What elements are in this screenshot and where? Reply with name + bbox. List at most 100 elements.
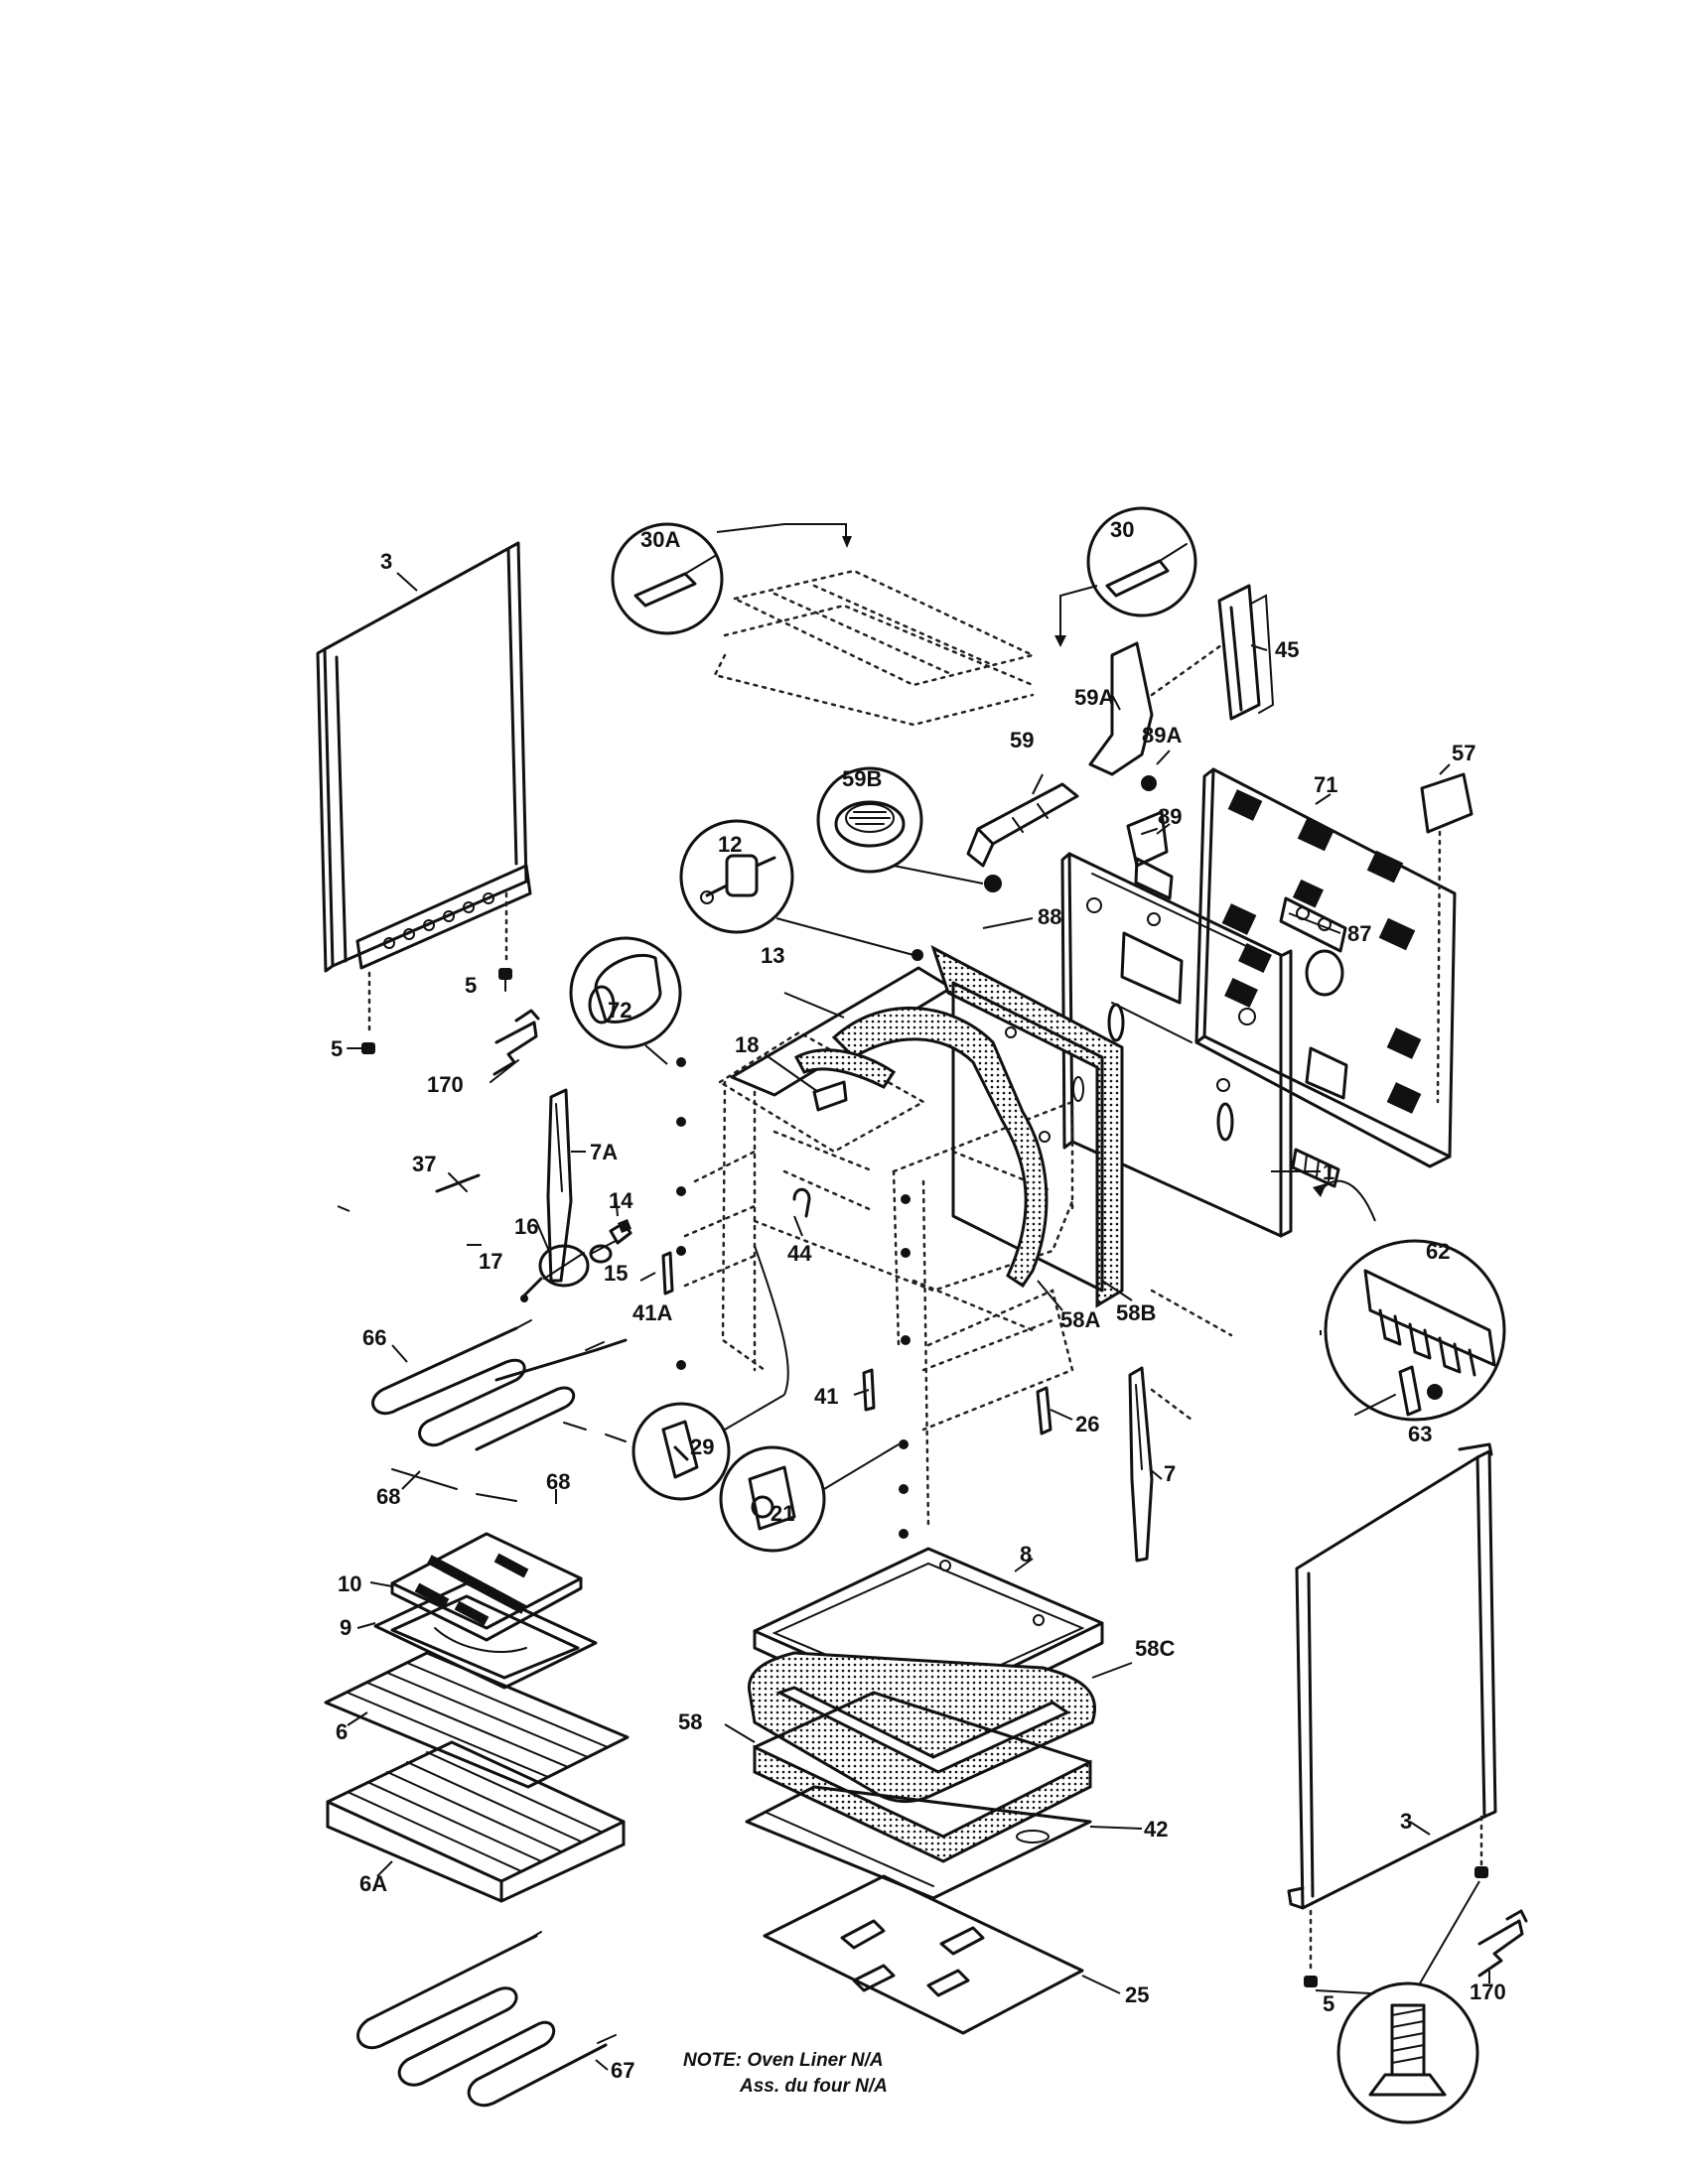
label-63: 63 xyxy=(1408,1422,1432,1446)
note-line-2: Ass. du four N/A xyxy=(739,2076,888,2097)
label-14: 14 xyxy=(609,1188,633,1213)
bottom-plate-25 xyxy=(763,1874,1084,2035)
right-side-panel xyxy=(1287,1442,1497,1910)
label-7: 7 xyxy=(1164,1461,1176,1486)
label-67: 67 xyxy=(611,2058,634,2083)
leaders-center xyxy=(724,1558,1143,1994)
label-9: 9 xyxy=(340,1615,351,1640)
label-37: 37 xyxy=(412,1152,436,1176)
label-41A: 41A xyxy=(632,1300,672,1325)
label-13: 13 xyxy=(761,943,784,968)
callout-59B xyxy=(816,766,1002,892)
front-frame-58B xyxy=(930,944,1124,1308)
label-170-left: 170 xyxy=(427,1072,464,1097)
label-29: 29 xyxy=(690,1434,714,1459)
label-6A: 6A xyxy=(359,1871,387,1896)
label-5-a: 5 xyxy=(465,973,477,998)
label-71: 71 xyxy=(1314,772,1337,797)
part-labels: 3 5 5 170 30A 30 45 59A 89A 59 59B 57 71… xyxy=(331,517,1506,2083)
socket-15 xyxy=(589,1240,617,1264)
oven-rack-6A xyxy=(326,1740,626,1903)
label-45: 45 xyxy=(1275,637,1299,662)
bottom-panel-42 xyxy=(745,1785,1092,1900)
wire-37 xyxy=(435,1172,481,1193)
callout-12 xyxy=(679,819,923,961)
label-3-bottom: 3 xyxy=(1400,1809,1412,1834)
oven-rack-6 xyxy=(324,1651,630,1789)
insulation-58 xyxy=(753,1691,1092,1863)
label-25: 25 xyxy=(1125,1982,1149,2007)
label-30: 30 xyxy=(1110,517,1134,542)
back-panel-71 xyxy=(1194,767,1457,1168)
label-59A: 59A xyxy=(1074,685,1114,710)
label-57 xyxy=(1420,772,1474,1104)
label-41: 41 xyxy=(814,1384,838,1409)
label-3-top: 3 xyxy=(380,549,392,574)
label-1: 1 xyxy=(1323,1160,1334,1184)
label-170-right: 170 xyxy=(1470,1979,1506,2004)
label-7A: 7A xyxy=(590,1140,618,1164)
oven-light-18 xyxy=(764,1053,848,1112)
label-66: 66 xyxy=(362,1325,386,1350)
bracket-89 xyxy=(1126,810,1169,868)
note-line-1: NOTE: Oven Liner N/A xyxy=(683,2050,884,2071)
callout-21 xyxy=(719,1443,900,1553)
screw-89A xyxy=(1141,775,1157,791)
bracket-44 xyxy=(792,1187,811,1237)
label-57: 57 xyxy=(1452,741,1475,765)
callout-72 xyxy=(569,936,682,1065)
label-8: 8 xyxy=(1020,1542,1032,1567)
label-6: 6 xyxy=(336,1719,348,1744)
callout-30 xyxy=(1054,506,1197,647)
wire-68 xyxy=(391,1422,627,1502)
label-58C: 58C xyxy=(1135,1636,1175,1661)
label-89: 89 xyxy=(1158,804,1182,829)
vent-duct-59A xyxy=(1088,641,1223,776)
thermostat-16 xyxy=(538,1244,590,1288)
gasket-58C xyxy=(748,1651,1096,1804)
label-58B: 58B xyxy=(1116,1300,1156,1325)
label-59B: 59B xyxy=(842,766,882,791)
label-87: 87 xyxy=(1347,921,1371,946)
bracket-41A xyxy=(661,1251,674,1296)
broil-element-66 xyxy=(371,1319,628,1451)
capillary-17 xyxy=(520,1277,543,1302)
leg-screw-right xyxy=(1304,1815,1488,1987)
label-88: 88 xyxy=(1038,904,1061,929)
hinge-bracket-left xyxy=(490,1009,540,1083)
bracket-41 xyxy=(862,1368,876,1412)
terminal-block xyxy=(1291,1148,1340,1188)
label-17: 17 xyxy=(479,1249,502,1274)
label-30A: 30A xyxy=(640,527,680,552)
screw-column-left xyxy=(676,1057,911,1539)
hinge-pin-26 xyxy=(1036,1386,1052,1435)
label-42: 42 xyxy=(1144,1817,1168,1842)
label-44: 44 xyxy=(787,1241,812,1266)
leg-screw-lower xyxy=(347,971,375,1054)
label-18: 18 xyxy=(735,1032,759,1057)
hinge-bracket-right xyxy=(1477,1909,1528,1978)
leg-screw-upper xyxy=(498,891,512,992)
label-5-b: 5 xyxy=(331,1036,343,1061)
label-59: 59 xyxy=(1010,728,1034,752)
label-21: 21 xyxy=(771,1501,794,1526)
top-burner-box-dashed xyxy=(713,569,1037,727)
label-62: 62 xyxy=(1426,1239,1450,1264)
leaders-top xyxy=(337,572,1490,2071)
vent-duct-59 xyxy=(966,782,1079,868)
label-26: 26 xyxy=(1075,1412,1099,1436)
left-side-panel xyxy=(316,541,532,973)
label-15: 15 xyxy=(604,1261,628,1286)
callout-30A xyxy=(611,522,852,635)
label-16: 16 xyxy=(514,1214,538,1239)
label-68-a: 68 xyxy=(376,1484,400,1509)
hinge-7 xyxy=(1128,1366,1193,1563)
label-5-c: 5 xyxy=(1323,1991,1334,2016)
label-72: 72 xyxy=(608,998,632,1023)
hinge-7A xyxy=(546,1088,586,1283)
label-68-b: 68 xyxy=(546,1469,570,1494)
label-89A: 89A xyxy=(1142,723,1182,748)
callout-5-leveler xyxy=(1315,1880,1480,2124)
knob-14 xyxy=(609,1219,632,1245)
